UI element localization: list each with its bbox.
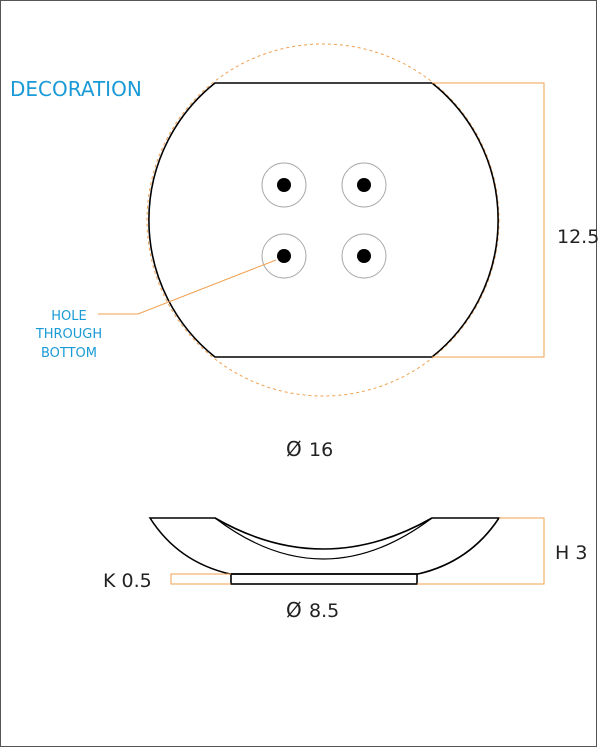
side-view-foot [230,573,418,585]
side-view-inner-curve [214,517,433,560]
hole-top-left [277,178,291,192]
side-view [148,517,501,585]
diameter-symbol-base: Ø [286,598,302,622]
hole-ring-top-left [261,162,307,208]
hole-top-right [357,178,371,192]
dimension-label-h3: H 3 [555,542,587,564]
hole-ring-bottom-left [261,233,307,279]
callout-line-1: HOLE [51,309,86,324]
dimension-label-diameter-16: 16 [309,439,333,461]
top-view-dashed-circle [146,43,500,397]
button-holes [261,162,387,279]
top-view-outline [148,82,499,358]
dimension-label-diameter-8-5: 8.5 [309,600,339,622]
drawing-title: DECORATION [10,77,142,101]
callout-leader-line [98,259,277,315]
callout-line-2: THROUGH [35,327,102,342]
dimension-line-h3 [417,517,545,585]
side-view-outline [148,517,501,575]
hole-ring-bottom-right [341,233,387,279]
hole-ring-top-right [341,162,387,208]
dimension-label-12-5: 12.5 [557,226,599,248]
diameter-symbol-outer: Ø [286,437,302,461]
hole-bottom-left [277,249,291,263]
dimension-line-12-5 [432,82,545,358]
hole-bottom-right [357,249,371,263]
callout-line-3: BOTTOM [41,346,97,361]
dimension-line-k05 [170,573,231,585]
dimension-label-k05: K 0.5 [103,570,152,592]
